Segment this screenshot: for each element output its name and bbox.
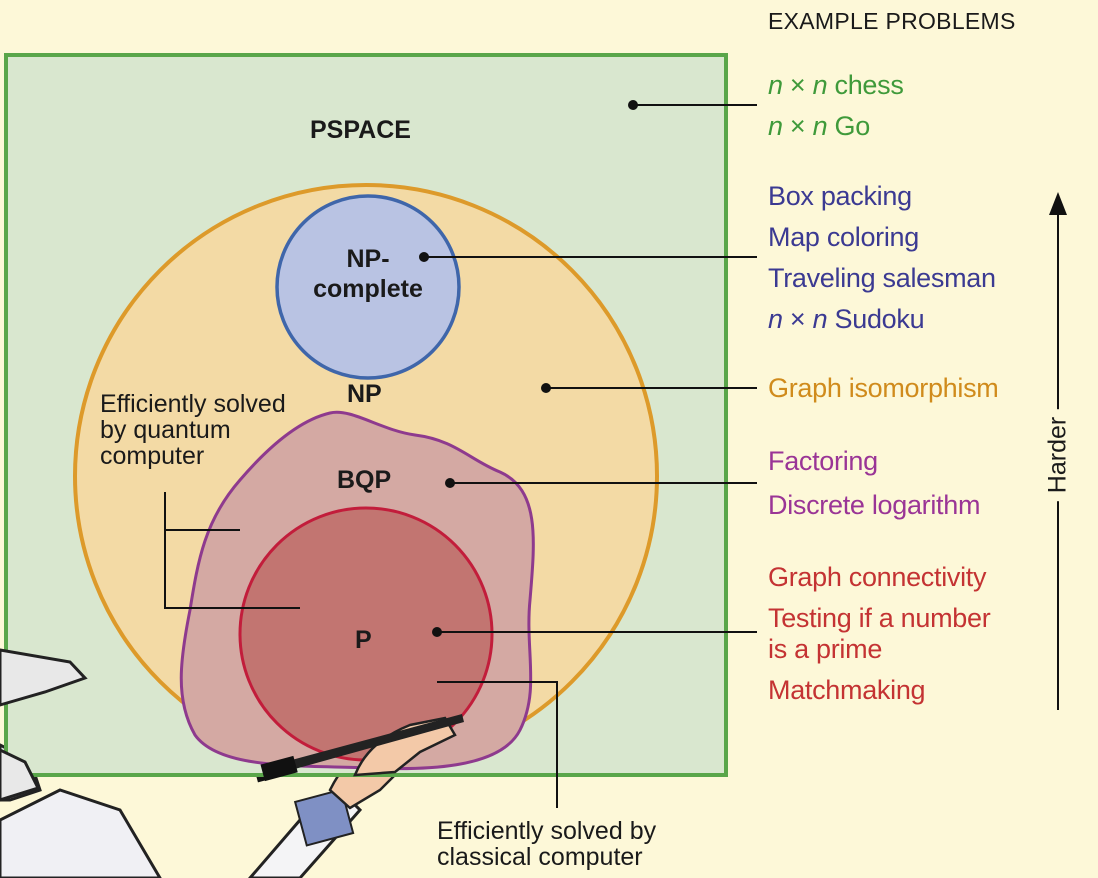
example-problems-heading: EXAMPLE PROBLEMS [768, 8, 1016, 34]
example-discrete-logarithm: Discrete logarithm [768, 490, 981, 520]
connector-lines [164, 104, 757, 808]
bqp-label: BQP [337, 466, 392, 494]
example-go-text: Go [827, 111, 871, 141]
p-label: P [355, 626, 372, 654]
np-complete-label: NP- complete [298, 244, 438, 304]
np-complete-label-line1: NP- [346, 245, 390, 273]
np-label: NP [347, 380, 382, 408]
example-chess: n × n chess [768, 70, 904, 101]
times-symbol: × [782, 70, 813, 100]
example-traveling-salesman: Traveling salesman [768, 263, 996, 293]
times-symbol: × [782, 304, 813, 334]
example-map-coloring: Map coloring [768, 222, 919, 252]
example-sudoku: n × n Sudoku [768, 304, 925, 335]
pspace-label: PSPACE [310, 116, 411, 144]
example-chess-text: chess [827, 70, 904, 100]
harder-label: Harder [1043, 408, 1073, 502]
var-n: n [768, 304, 783, 334]
example-graph-isomorphism: Graph isomorphism [768, 373, 999, 403]
example-sudoku-text: Sudoku [827, 304, 925, 334]
example-graph-connectivity: Graph connectivity [768, 562, 987, 592]
var-n: n [768, 70, 783, 100]
var-n: n [812, 70, 828, 100]
example-go: n × n Go [768, 111, 870, 142]
example-testing-prime-line1: Testing if a number [768, 603, 991, 633]
example-box-packing: Box packing [768, 181, 912, 211]
example-testing-prime-line2: is a prime [768, 634, 883, 664]
quantum-note: Efficiently solved by quantum computer [100, 390, 286, 470]
var-n: n [768, 111, 783, 141]
times-symbol: × [782, 111, 813, 141]
np-complete-region [275, 194, 461, 380]
example-matchmaking: Matchmaking [768, 675, 926, 705]
classical-note: Efficiently solved by classical computer [437, 817, 657, 871]
example-factoring: Factoring [768, 446, 878, 476]
np-complete-label-line2: complete [313, 275, 423, 303]
var-n: n [812, 304, 828, 334]
var-n: n [812, 111, 828, 141]
